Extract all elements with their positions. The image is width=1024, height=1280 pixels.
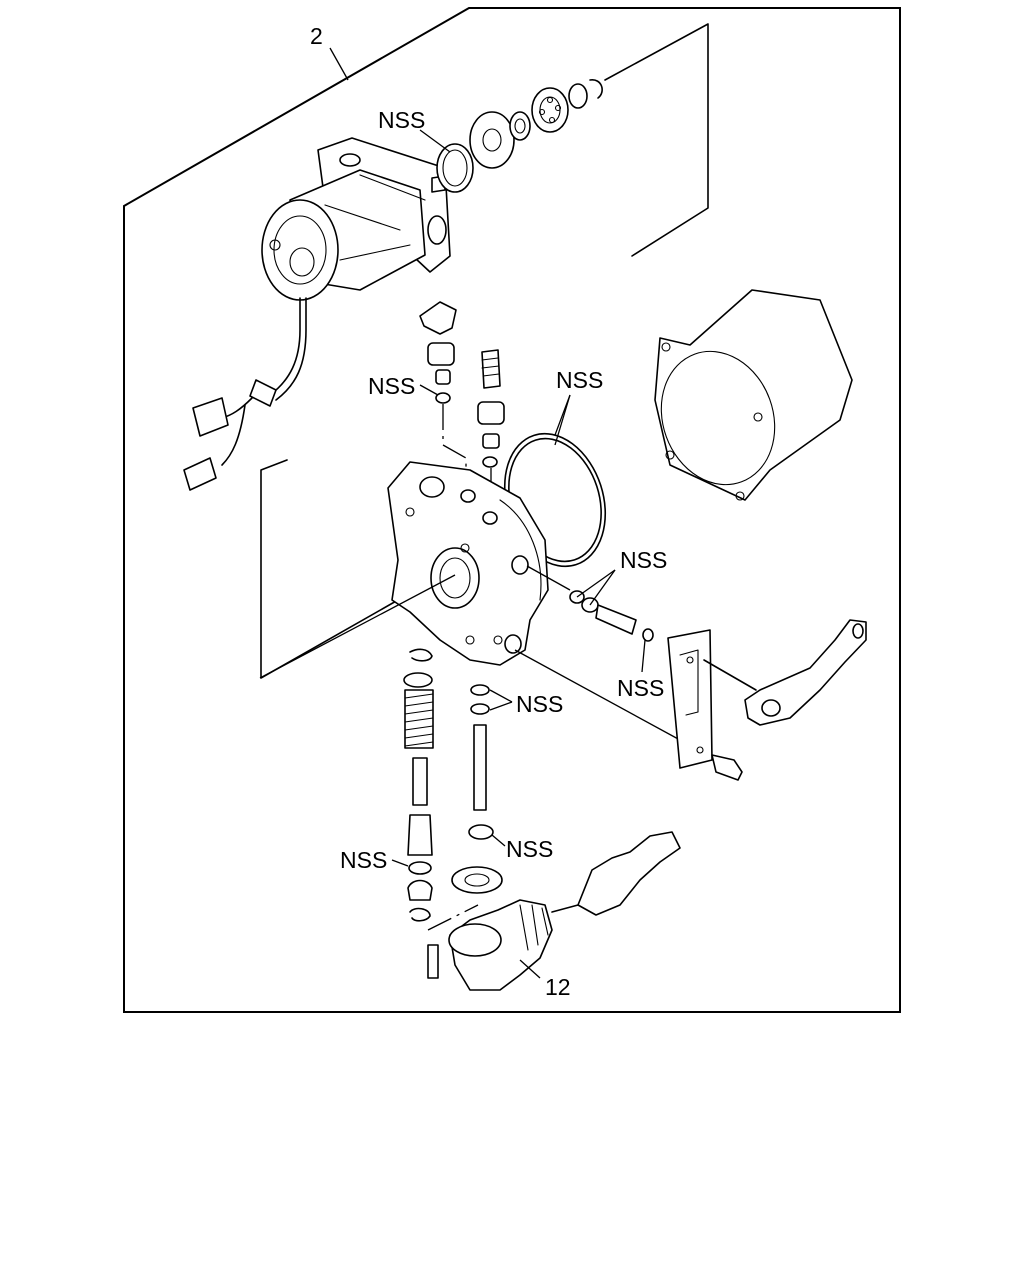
bracket-outline-left (260, 459, 399, 679)
leader-nss-washer (419, 384, 439, 396)
callout-part-12: 12 (545, 974, 571, 1000)
main-housing (387, 461, 549, 666)
callout-nss-5: NSS (617, 675, 664, 701)
shaft-bearing-stack (436, 79, 603, 193)
leader-12 (519, 959, 541, 979)
callout-nss-7: NSS (506, 836, 553, 862)
housing-axis-line (259, 574, 456, 679)
leader-nss-oring (419, 129, 451, 153)
callout-nss-1: NSS (378, 107, 425, 133)
leader-nss-washer-low (491, 834, 506, 847)
leader-nss-shaft (641, 639, 646, 673)
callout-nss-2: NSS (368, 373, 415, 399)
leader-nss-spring (391, 859, 409, 867)
oring-and-cover (503, 289, 853, 568)
callout-nss-6: NSS (516, 691, 563, 717)
callout-assembly-2: 2 (310, 23, 323, 49)
motor-assembly (183, 137, 451, 491)
callout-nss-3: NSS (556, 367, 603, 393)
leader-2 (329, 47, 349, 81)
spring-plunger-stack (403, 648, 479, 979)
leader-nss-rod (489, 689, 513, 703)
bracket-outline-top (604, 23, 709, 257)
callout-nss-4: NSS (620, 547, 667, 573)
leader-nss-seals (576, 569, 616, 598)
assembly-frame (123, 7, 901, 1013)
lever-shaft-parts (569, 590, 867, 781)
callout-nss-8: NSS (340, 847, 387, 873)
rod-and-diaphragm (448, 684, 681, 991)
